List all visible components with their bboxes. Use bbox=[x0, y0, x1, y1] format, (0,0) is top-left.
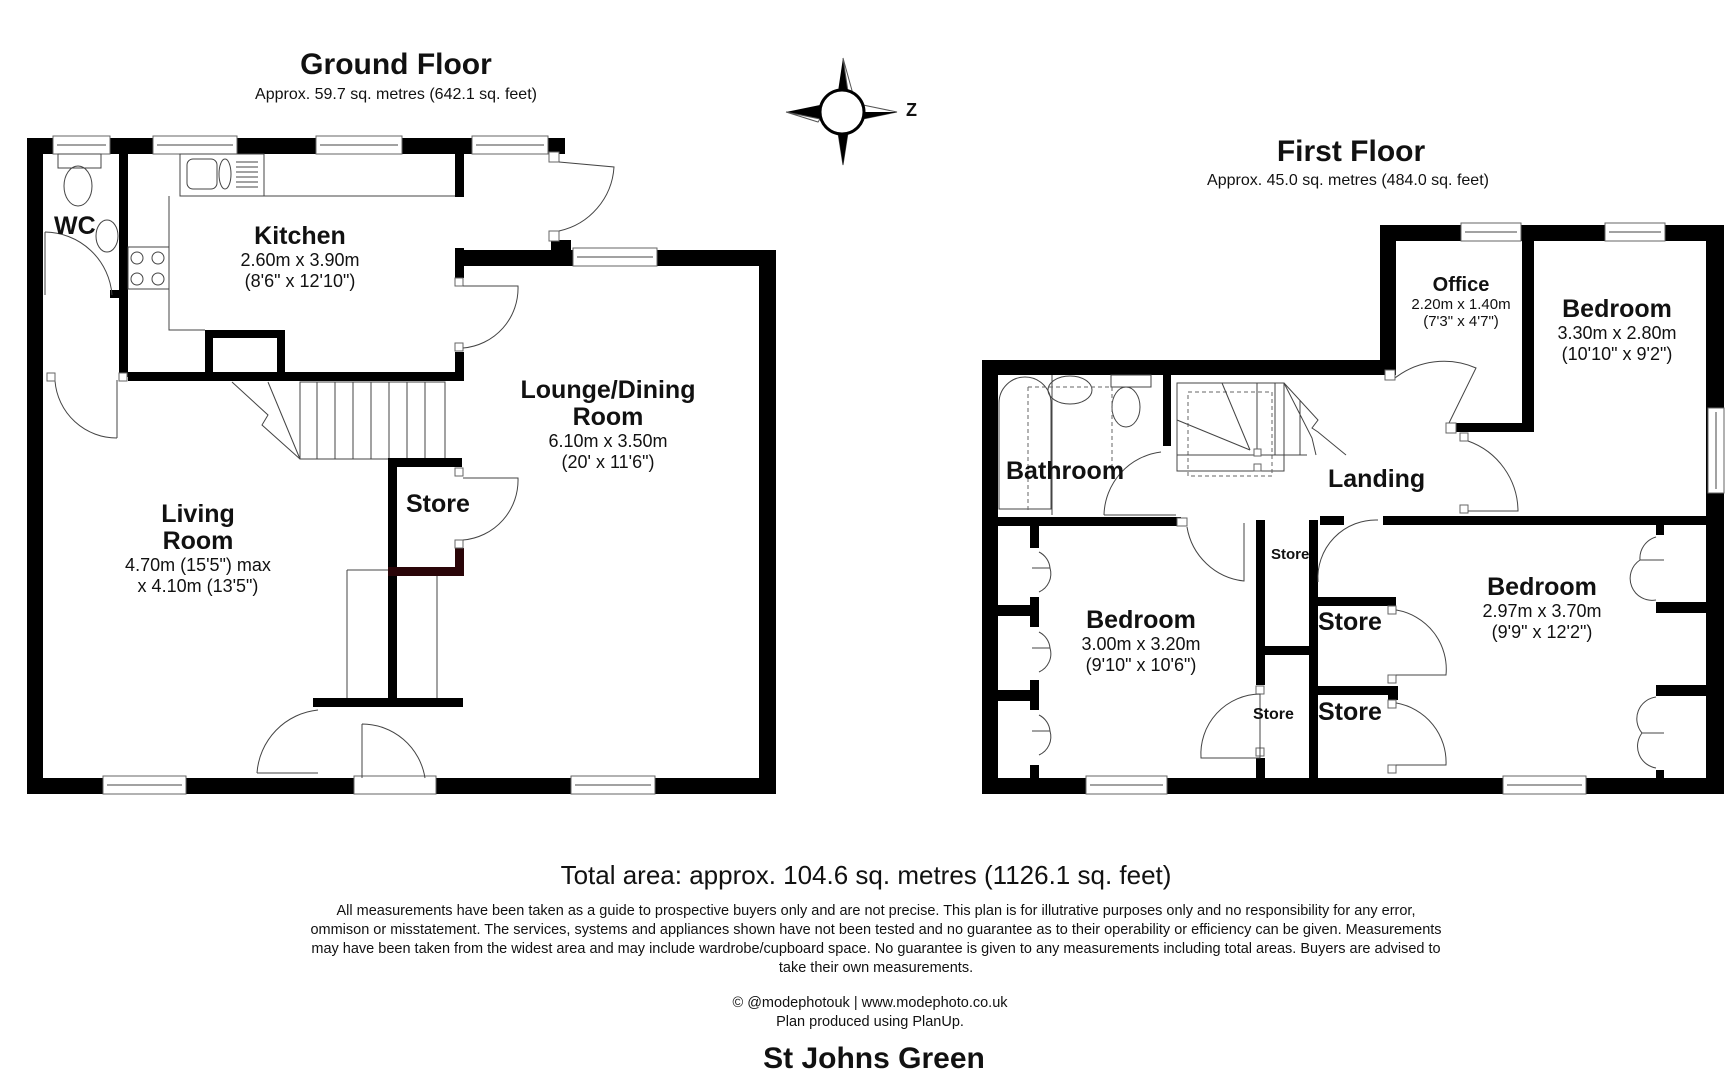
ground-floor-plan bbox=[27, 135, 776, 795]
room-store-small-top: Store bbox=[1271, 546, 1310, 563]
ground-floor-area: Approx. 59.7 sq. metres (642.1 sq. feet) bbox=[255, 86, 537, 103]
room-bedroom-left-name: Bedroom bbox=[1086, 606, 1196, 634]
room-bedroom-front-name: Bedroom bbox=[1562, 295, 1672, 323]
room-office-name: Office bbox=[1432, 274, 1490, 296]
room-lounge-dining: Lounge/Dining Room 6.10m x 3.50m (20' x … bbox=[521, 377, 696, 473]
room-living: Living Room 4.70m (15'5") max x 4.10m (1… bbox=[125, 501, 271, 597]
room-living-dim-line1: 4.70m (15'5") max bbox=[125, 555, 271, 575]
total-area: Total area: approx. 104.6 sq. metres (11… bbox=[560, 860, 1172, 890]
room-living-name-line1: Living bbox=[161, 500, 235, 528]
disclaimer-text: All measurements have been taken as a gu… bbox=[310, 903, 1442, 976]
room-lounge-dim-imperial: (20' x 11'6") bbox=[561, 452, 655, 472]
credit-copyright: © @modephotouk | www.modephoto.co.uk bbox=[732, 995, 1008, 1011]
room-bedroom-left-dim-imperial: (9'10" x 10'6") bbox=[1085, 655, 1197, 675]
ground-floor-title: Ground Floor bbox=[300, 48, 492, 81]
room-store-small-bottom: Store bbox=[1253, 706, 1294, 723]
room-store-upper: Store bbox=[1318, 608, 1382, 636]
room-kitchen: Kitchen 2.60m x 3.90m (8'6" x 12'10") bbox=[240, 223, 359, 292]
compass-label: Z bbox=[906, 100, 917, 120]
room-landing-label: Landing bbox=[1328, 465, 1426, 493]
room-bathroom-label: Bathroom bbox=[1006, 457, 1125, 485]
room-bedroom-right-dim-metric: 2.97m x 3.70m bbox=[1482, 601, 1602, 621]
compass-rose-icon bbox=[785, 57, 898, 166]
room-living-name-line2: Room bbox=[162, 527, 234, 555]
room-store-ground: Store bbox=[406, 490, 470, 518]
property-name: St Johns Green bbox=[763, 1042, 985, 1075]
room-office-dim-metric: 2.20m x 1.40m bbox=[1411, 296, 1511, 313]
room-bedroom-front: Bedroom 3.30m x 2.80m (10'10" x 9'2") bbox=[1557, 296, 1676, 365]
room-bedroom-front-dim-metric: 3.30m x 2.80m bbox=[1557, 323, 1677, 343]
room-bedroom-left-dim-metric: 3.00m x 3.20m bbox=[1081, 634, 1201, 654]
room-wc-label: WC bbox=[54, 212, 96, 240]
credit-planup: Plan produced using PlanUp. bbox=[776, 1014, 964, 1030]
room-kitchen-dim-metric: 2.60m x 3.90m bbox=[240, 250, 360, 270]
room-office: Office 2.20m x 1.40m (7'3" x 4'7") bbox=[1411, 274, 1510, 330]
room-kitchen-dim-imperial: (8'6" x 12'10") bbox=[244, 271, 356, 291]
first-floor-title: First Floor bbox=[1276, 135, 1426, 168]
room-lounge-name-line2: Room bbox=[572, 403, 644, 431]
room-bedroom-right-dim-imperial: (9'9" x 12'2") bbox=[1491, 622, 1593, 642]
room-office-dim-imperial: (7'3" x 4'7") bbox=[1423, 313, 1499, 330]
room-lounge-name-line1: Lounge/Dining bbox=[520, 376, 696, 404]
room-bedroom-right: Bedroom 2.97m x 3.70m (9'9" x 12'2") bbox=[1482, 574, 1601, 643]
room-bedroom-right-name: Bedroom bbox=[1487, 573, 1597, 601]
room-living-dim-line2: x 4.10m (13'5") bbox=[137, 576, 259, 596]
room-bedroom-left: Bedroom 3.00m x 3.20m (9'10" x 10'6") bbox=[1081, 607, 1200, 676]
room-lounge-dim-metric: 6.10m x 3.50m bbox=[548, 431, 668, 451]
room-bedroom-front-dim-imperial: (10'10" x 9'2") bbox=[1561, 344, 1673, 364]
room-kitchen-name: Kitchen bbox=[254, 222, 346, 250]
first-floor-plan bbox=[982, 222, 1725, 795]
room-store-lower: Store bbox=[1318, 698, 1382, 726]
first-floor-area: Approx. 45.0 sq. metres (484.0 sq. feet) bbox=[1207, 172, 1489, 189]
